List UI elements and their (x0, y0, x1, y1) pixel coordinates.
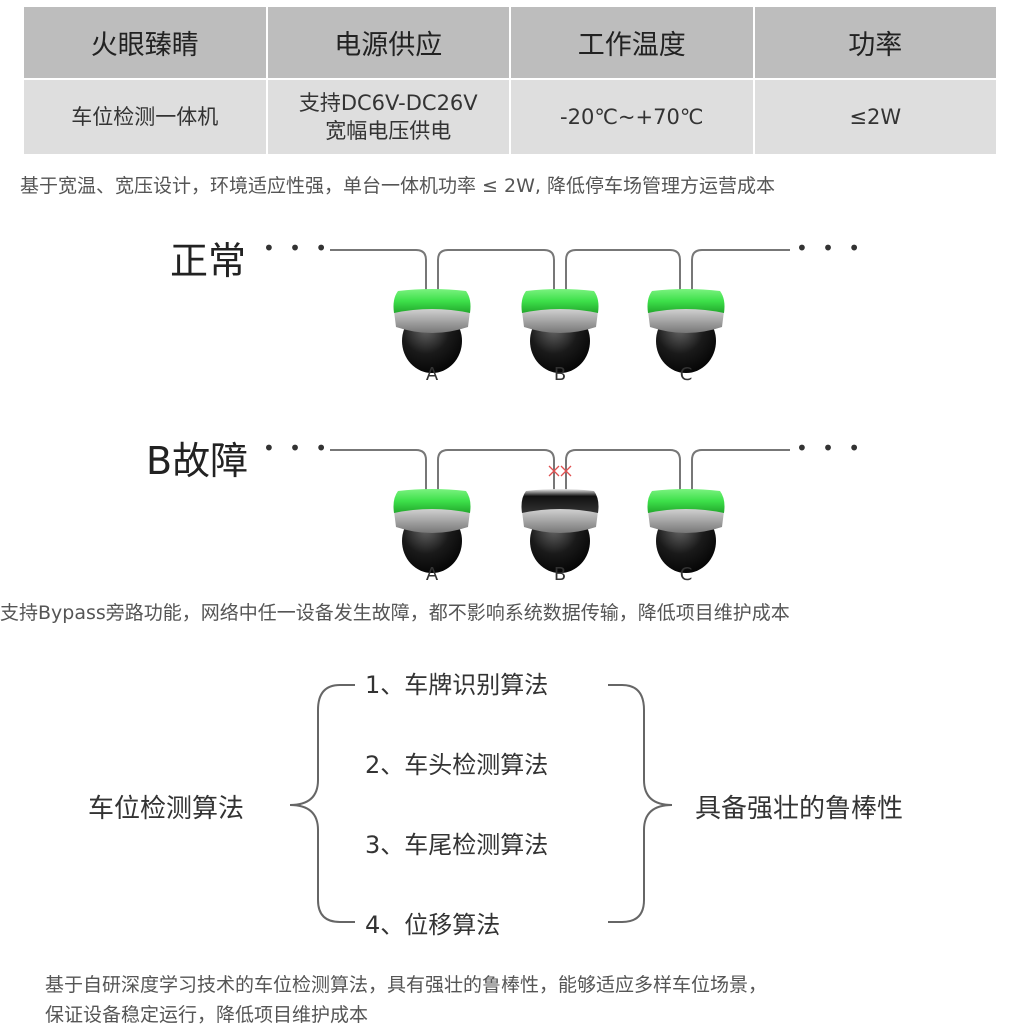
cell-power: ≤2W (754, 80, 996, 154)
camera-band (522, 507, 598, 533)
camera-led-on (647, 489, 725, 513)
header-product: 火眼臻睛 (24, 7, 266, 78)
camera-band (522, 307, 598, 333)
camera-band (394, 507, 470, 533)
cable (330, 449, 427, 491)
camera-label: C (679, 364, 693, 385)
cable (691, 249, 790, 291)
camera-label: C (679, 564, 693, 585)
caption-power: 基于宽温、宽压设计，环境适应性强，单台一体机功率 ≤ 2W, 降低停车场管理方运… (20, 175, 775, 197)
caption-algorithm-line2: 保证设备稳定运行，降低项目维护成本 (45, 1004, 369, 1026)
cable (565, 249, 681, 291)
header-power-supply: 电源供应 (267, 7, 509, 78)
right-brace (608, 684, 673, 923)
dots-right-normal: • • • (796, 236, 865, 260)
spec-table: 火眼臻睛 电源供应 工作温度 功率 车位检测一体机 支持DC6V-DC26V 宽幅… (22, 5, 998, 156)
dots-right-fault: • • • (796, 436, 865, 460)
cell-product: 车位检测一体机 (24, 80, 266, 154)
cable (691, 449, 790, 491)
spec-data-row: 车位检测一体机 支持DC6V-DC26V 宽幅电压供电 -20℃~+70℃ ≤2W (24, 80, 996, 154)
camera-led-off (521, 489, 599, 513)
camera-led-on (521, 289, 599, 313)
algorithm-item: 1、车牌识别算法 (365, 671, 549, 699)
camera-band (648, 307, 724, 333)
camera-label: B (553, 564, 567, 585)
camera-label: A (425, 564, 439, 585)
camera-label: A (425, 364, 439, 385)
algorithm-item: 2、车头检测算法 (365, 751, 549, 779)
header-temperature: 工作温度 (511, 7, 753, 78)
algorithm-left-label: 车位检测算法 (88, 794, 245, 824)
cable (565, 449, 681, 491)
camera-led-on (647, 289, 725, 313)
camera-label: B (553, 364, 567, 385)
power-supply-line1: 支持DC6V-DC26V (298, 91, 478, 115)
camera-led-on (393, 489, 471, 513)
algorithm-item: 3、车尾检测算法 (365, 831, 549, 859)
caption-bypass: 支持Bypass旁路功能，网络中任一设备发生故障，都不影响系统数据传输，降低项目… (0, 602, 790, 624)
power-supply-line2: 宽幅电压供电 (325, 119, 452, 143)
status-fault: B故障 (146, 439, 249, 483)
fault-x-icon (560, 465, 572, 477)
camera-band (648, 507, 724, 533)
caption-algorithm-line1: 基于自研深度学习技术的车位检测算法，具有强壮的鲁棒性，能够适应多样车位场景， (45, 974, 768, 996)
camera-band (394, 307, 470, 333)
algorithm-right-label: 具备强壮的鲁棒性 (695, 794, 904, 824)
cell-power-supply: 支持DC6V-DC26V 宽幅电压供电 (267, 80, 509, 154)
cable (437, 449, 555, 491)
dots-left-normal: • • • (263, 236, 332, 260)
cable (437, 249, 555, 291)
dots-left-fault: • • • (263, 436, 332, 460)
fault-x-icon (548, 465, 560, 477)
header-power: 功率 (754, 7, 996, 78)
status-normal: 正常 (170, 239, 247, 283)
cell-temperature: -20℃~+70℃ (511, 80, 753, 154)
spec-header-row: 火眼臻睛 电源供应 工作温度 功率 (24, 7, 996, 78)
camera-led-on (393, 289, 471, 313)
algorithm-item: 4、位移算法 (365, 911, 501, 939)
left-brace (289, 684, 355, 923)
cable (330, 249, 427, 291)
